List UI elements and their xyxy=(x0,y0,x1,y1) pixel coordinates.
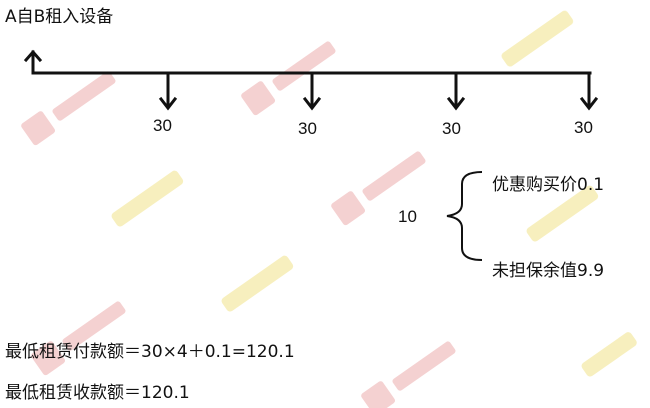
outflow-arrow-4-head xyxy=(579,96,599,111)
outflow-arrow-3-head xyxy=(446,96,466,111)
cash-flow-label: 30 xyxy=(153,116,172,135)
brace-option-label: 未担保余值9.9 xyxy=(492,261,605,281)
diagram-title: A自B租入设备 xyxy=(5,7,114,27)
formula-line: 最低租赁收款额＝120.1 xyxy=(5,383,190,403)
outflow-arrow-2-head xyxy=(302,96,322,111)
inflow-arrow-head xyxy=(23,49,43,63)
cash-flow-label: 30 xyxy=(442,119,461,138)
brace-total-label: 10 xyxy=(398,207,417,226)
formula-line: 最低租赁付款额＝30×4＋0.1=120.1 xyxy=(5,342,295,362)
cash-flow-label: 30 xyxy=(298,119,317,138)
outflow-arrow-1-head xyxy=(158,96,178,111)
brace xyxy=(446,171,483,261)
brace-option-label: 优惠购买价0.1 xyxy=(492,175,605,195)
cash-flow-label: 30 xyxy=(574,118,593,137)
